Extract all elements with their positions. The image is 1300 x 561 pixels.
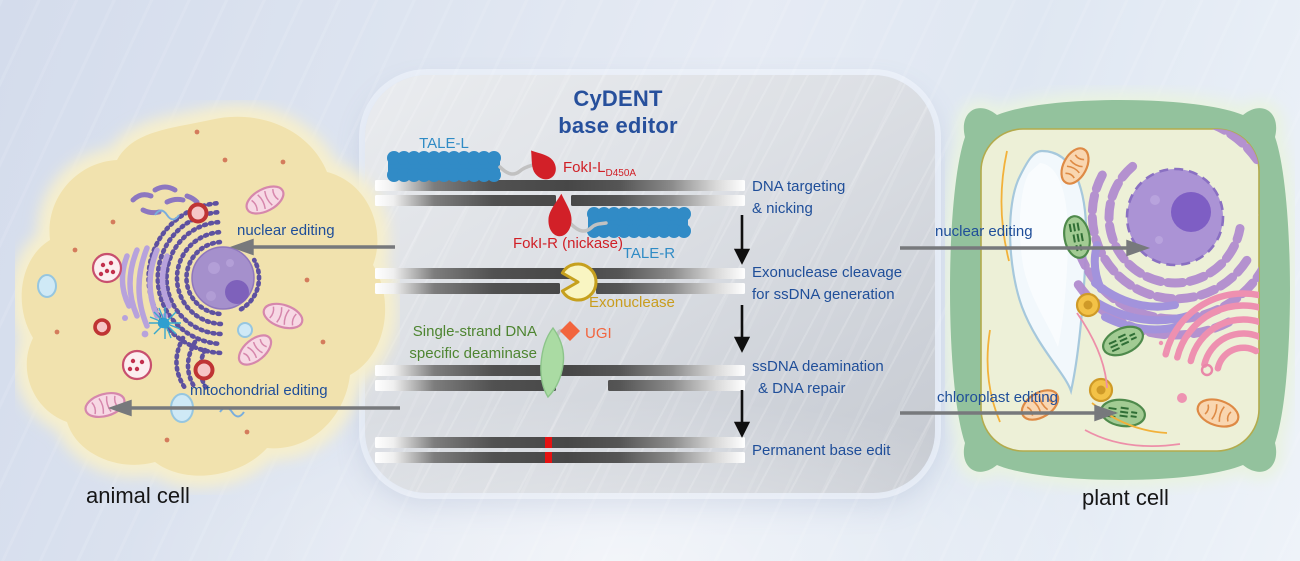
step-permanent-edit: Permanent base edit xyxy=(752,442,891,459)
foki-l-label: FokI-LD450A xyxy=(563,159,637,179)
tale-r-label: TALE-R xyxy=(622,245,676,262)
annotation-mitochondrial-editing: mitochondrial editing xyxy=(190,382,328,399)
panel-title-line1: CyDENT xyxy=(573,86,663,111)
animal-cell-illustration xyxy=(15,104,398,488)
plant-golgi xyxy=(1162,290,1259,372)
step-exonuclease-cleavage: Exonuclease cleavage for ssDNA generatio… xyxy=(752,264,903,303)
dna-row-cleavage xyxy=(375,268,745,294)
tale-r-protein xyxy=(587,207,691,238)
dna-row-deamination xyxy=(375,365,745,391)
animal-nucleolus xyxy=(225,280,249,304)
panel-title: CyDENT base editor xyxy=(508,85,728,139)
animal-cell-caption: animal cell xyxy=(86,483,190,508)
deaminase-shape xyxy=(540,326,565,399)
plant-nucleus xyxy=(1125,167,1225,267)
cytoplasm-dots xyxy=(54,129,326,443)
exonuclease-shape xyxy=(560,262,598,302)
animal-golgi xyxy=(119,245,172,329)
vacuole-highlight xyxy=(1019,163,1069,347)
base-edit-mark xyxy=(545,452,552,463)
centriole xyxy=(149,307,181,339)
animal-mitochondria xyxy=(84,185,304,419)
step-ssdna-deamination: ssDNA deamination & DNA repair xyxy=(752,358,884,397)
deaminase-label: Single-strand DNA specific deaminase xyxy=(409,323,537,362)
workflow-arrows xyxy=(733,215,751,438)
annotation-nuclear-editing-right: nuclear editing xyxy=(935,223,1033,240)
plant-cell-caption: plant cell xyxy=(1082,485,1169,510)
plant-nucleolus xyxy=(1171,192,1211,232)
target-mitochondrion xyxy=(84,391,126,419)
annotation-arrows xyxy=(107,238,1151,422)
pink-strands xyxy=(1076,312,1181,447)
tale-l-protein xyxy=(387,151,501,182)
panel-title-line2: base editor xyxy=(558,113,678,138)
foki-r-droplet xyxy=(548,193,572,237)
dna-row-edited xyxy=(375,437,745,463)
ugi-label: UGI xyxy=(585,325,612,342)
ugi-diamond xyxy=(560,321,580,341)
animal-nucleus xyxy=(191,246,255,310)
annotation-chloroplast-editing: chloroplast editing xyxy=(937,389,1058,406)
dna-row-targeting xyxy=(375,180,745,206)
peroxisomes xyxy=(1075,292,1114,403)
foki-l-droplet xyxy=(531,150,556,180)
chloroplasts xyxy=(1063,215,1146,428)
golgi-dots xyxy=(1158,340,1214,403)
foki-r-label: FokI-R (nickase) xyxy=(512,235,624,252)
tale-l-label: TALE-L xyxy=(419,135,469,152)
lysosomes xyxy=(91,252,153,381)
foki-l-subscript: D450A xyxy=(605,168,637,179)
peptide-linkers xyxy=(498,162,608,348)
step-dna-targeting: DNA targeting & nicking xyxy=(752,178,846,217)
red-vesicles xyxy=(93,202,215,381)
exonuclease-label: Exonuclease xyxy=(589,294,675,311)
plant-cell-illustration xyxy=(945,92,1295,488)
base-edit-mark xyxy=(545,437,552,448)
annotation-nuclear-editing-left: nuclear editing xyxy=(237,222,335,239)
